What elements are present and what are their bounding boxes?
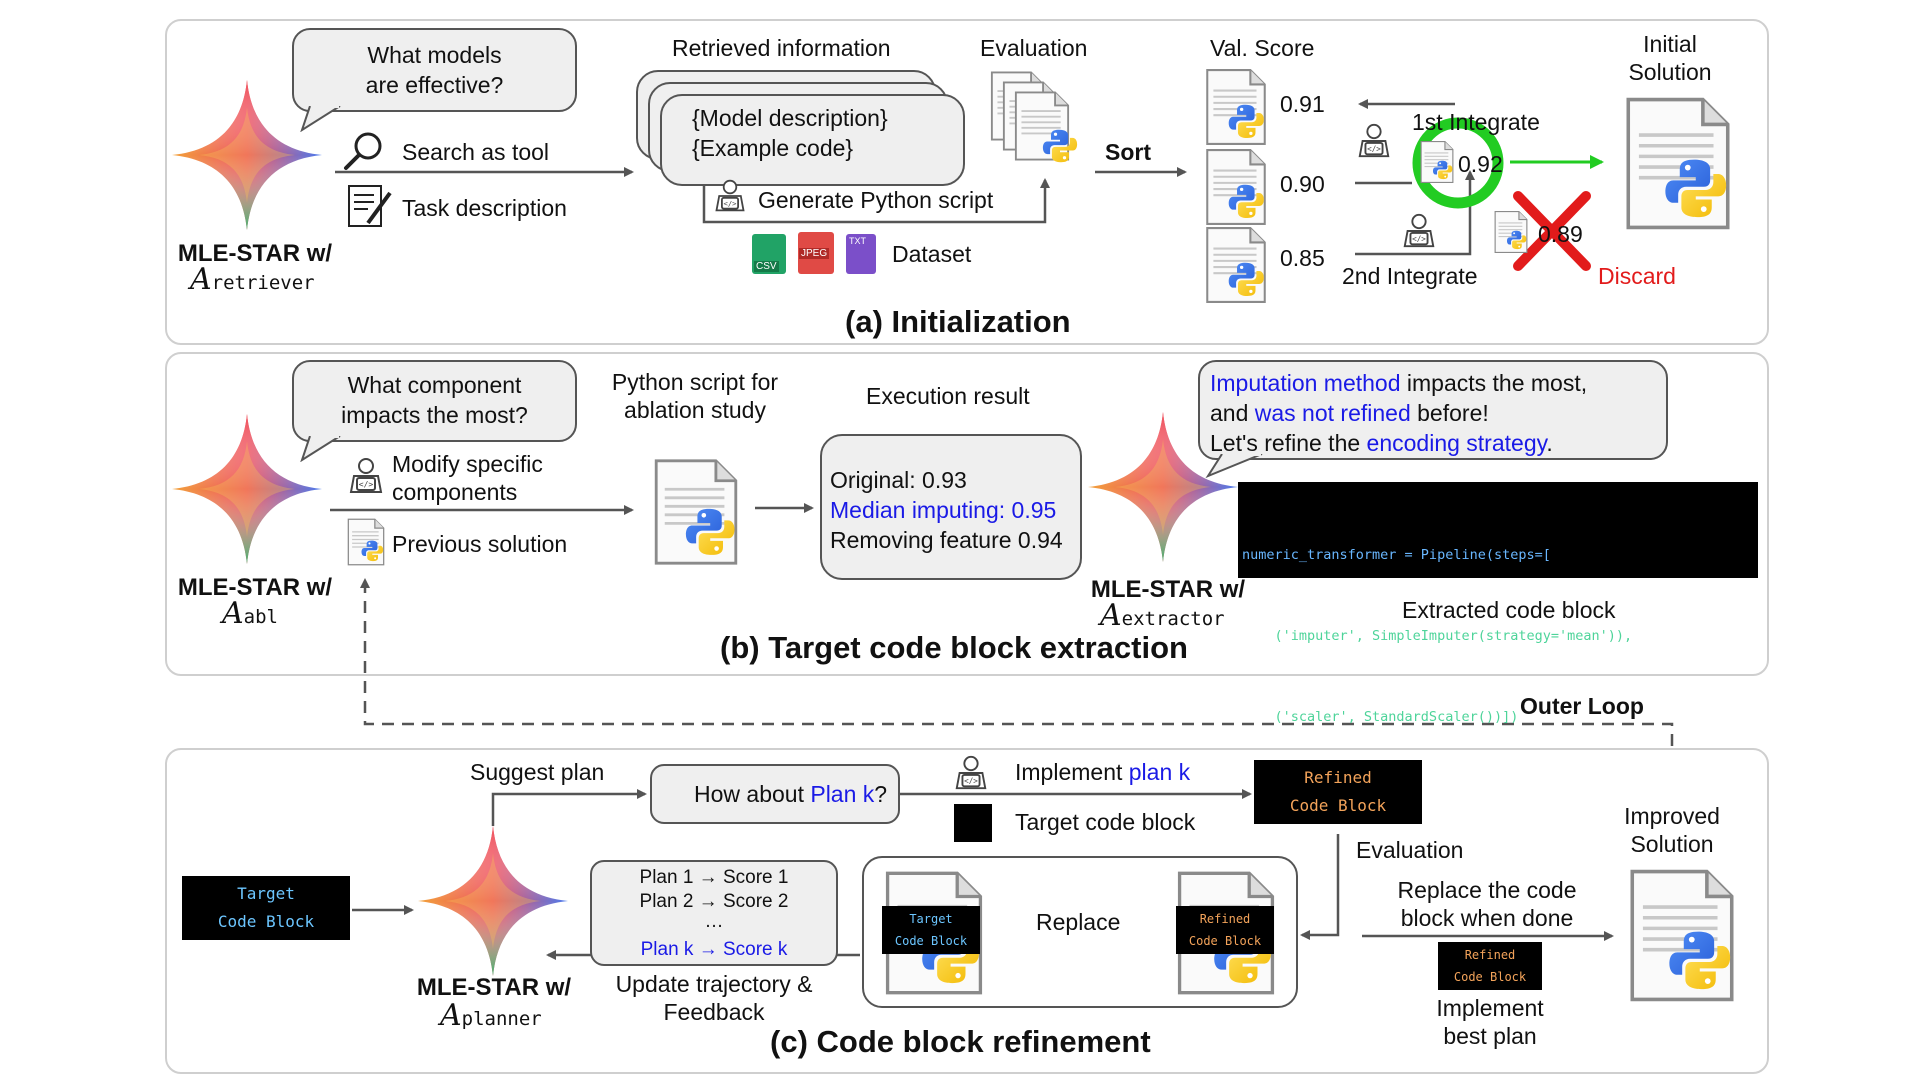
discarded-score: 0.89 (1538, 221, 1583, 247)
code-line-2: ('imputer', SimpleImputer(strategy='mean… (1242, 628, 1633, 644)
plan-ellipsis: … (704, 911, 724, 932)
exec-median: Median imputing: 0.95 (830, 497, 1057, 523)
file-badge-jpeg: JPEG (798, 232, 834, 274)
initial-solution-label: Initial Solution (1628, 31, 1712, 85)
code-line-1: numeric_transformer = Pipeline(steps=[ (1242, 547, 1551, 563)
ablation-header: Python script for ablation study (611, 369, 779, 423)
plan-k: Plan k → Score k (640, 939, 788, 960)
task-document-icon (348, 185, 392, 227)
agent-symbol-planner: Aplanner (440, 998, 542, 1033)
dataset-label: Dataset (892, 241, 972, 267)
insight-line-1: Imputation method impacts the most, (1210, 370, 1588, 396)
search-tool-label: Search as tool (402, 139, 550, 165)
extracted-code-block: numeric_transformer = Pipeline(steps=[ (… (1238, 482, 1758, 725)
insight-line-2: and was not refined before! (1210, 400, 1489, 426)
suggest-plan-label: Suggest plan (470, 759, 605, 785)
search-icon (344, 132, 382, 170)
execution-header: Execution result (866, 383, 1030, 409)
title-extraction: (b) Target code block extraction (720, 630, 1188, 665)
agent-label-planner: MLE-STAR w/ (416, 974, 572, 1001)
question-text: What models are effective? (365, 42, 504, 98)
outer-loop-label: Outer Loop (1520, 693, 1644, 719)
gemini-star-icon (418, 826, 568, 976)
exec-original: Original: 0.93 (830, 467, 967, 493)
code-line-3: ('scaler', StandardScaler())]) (1242, 709, 1519, 725)
evaluation-header-a: Evaluation (980, 35, 1088, 61)
second-integrate-label: 2nd Integrate (1342, 263, 1478, 289)
agent-symbol-retriever: Aretriever (190, 262, 315, 297)
improved-solution-doc (1622, 868, 1747, 1008)
agent-label-extractor: MLE-STAR w/ (1090, 576, 1246, 603)
how-about-text: How about Plan k? (694, 781, 888, 807)
replace-label: Replace (1036, 909, 1121, 935)
exec-removing: Removing feature 0.94 (830, 527, 1063, 553)
score-3: 0.85 (1280, 245, 1325, 271)
sort-label: Sort (1105, 139, 1151, 165)
integrated-score: 0.92 (1458, 151, 1503, 177)
agent-label-retriever: MLE-STAR w/ (177, 240, 333, 267)
agent-label-abl: MLE-STAR w/ (177, 574, 333, 601)
bubble-tail (300, 106, 341, 132)
target-code-block-chip (954, 804, 992, 842)
extracted-code-label: Extracted code block (1402, 597, 1616, 623)
plan-2: Plan 2 → Score 2 (639, 891, 789, 912)
retrieved-card (660, 94, 965, 186)
evaluation-label-c: Evaluation (1356, 837, 1464, 863)
update-trajectory-label: Update trajectory &Feedback (615, 971, 813, 1025)
agent-symbol-extractor: Aextractor (1100, 598, 1225, 633)
implement-plan-label: Implement plan k (1015, 759, 1191, 785)
example-code-text: {Example code} (692, 135, 854, 161)
bubble-tail (300, 436, 341, 462)
previous-solution-label: Previous solution (392, 531, 568, 557)
generate-script-label: Generate Python script (758, 187, 994, 213)
score-2: 0.90 (1280, 171, 1325, 197)
how-about-box (650, 764, 900, 824)
title-initialization: (a) Initialization (845, 304, 1071, 339)
question-bubble-component: What component impacts the most? (292, 360, 577, 442)
discard-label: Discard (1598, 263, 1676, 289)
modify-components-label: Modify specific components (392, 451, 543, 505)
retrieved-header: Retrieved information (672, 35, 891, 61)
execution-result-box (820, 434, 1082, 580)
question-text: What component impacts the most? (341, 372, 528, 428)
target-code-block-label: Target code block (1015, 809, 1196, 835)
first-integrate-label: 1st Integrate (1412, 109, 1540, 135)
file-badge-csv: CSV (752, 234, 786, 274)
plan-trajectory-box (590, 860, 838, 966)
agent-symbol-abl: Aabl (222, 596, 278, 631)
model-description-text: {Model description} (692, 105, 888, 131)
file-badge-txt: TXT (846, 234, 876, 274)
insight-bubble: Imputation method impacts the most, and … (1198, 360, 1668, 460)
coder-icon (955, 755, 987, 790)
task-description-label: Task description (402, 195, 567, 221)
plan-1: Plan 1 → Score 1 (639, 867, 789, 888)
insight-line-3: Let's refine the encoding strategy. (1210, 430, 1553, 456)
question-bubble-models: What models are effective? (292, 28, 577, 112)
score-1: 0.91 (1280, 91, 1325, 117)
val-score-header: Val. Score (1210, 35, 1315, 61)
bubble-tail (1205, 454, 1263, 478)
title-refinement: (c) Code block refinement (770, 1024, 1151, 1059)
